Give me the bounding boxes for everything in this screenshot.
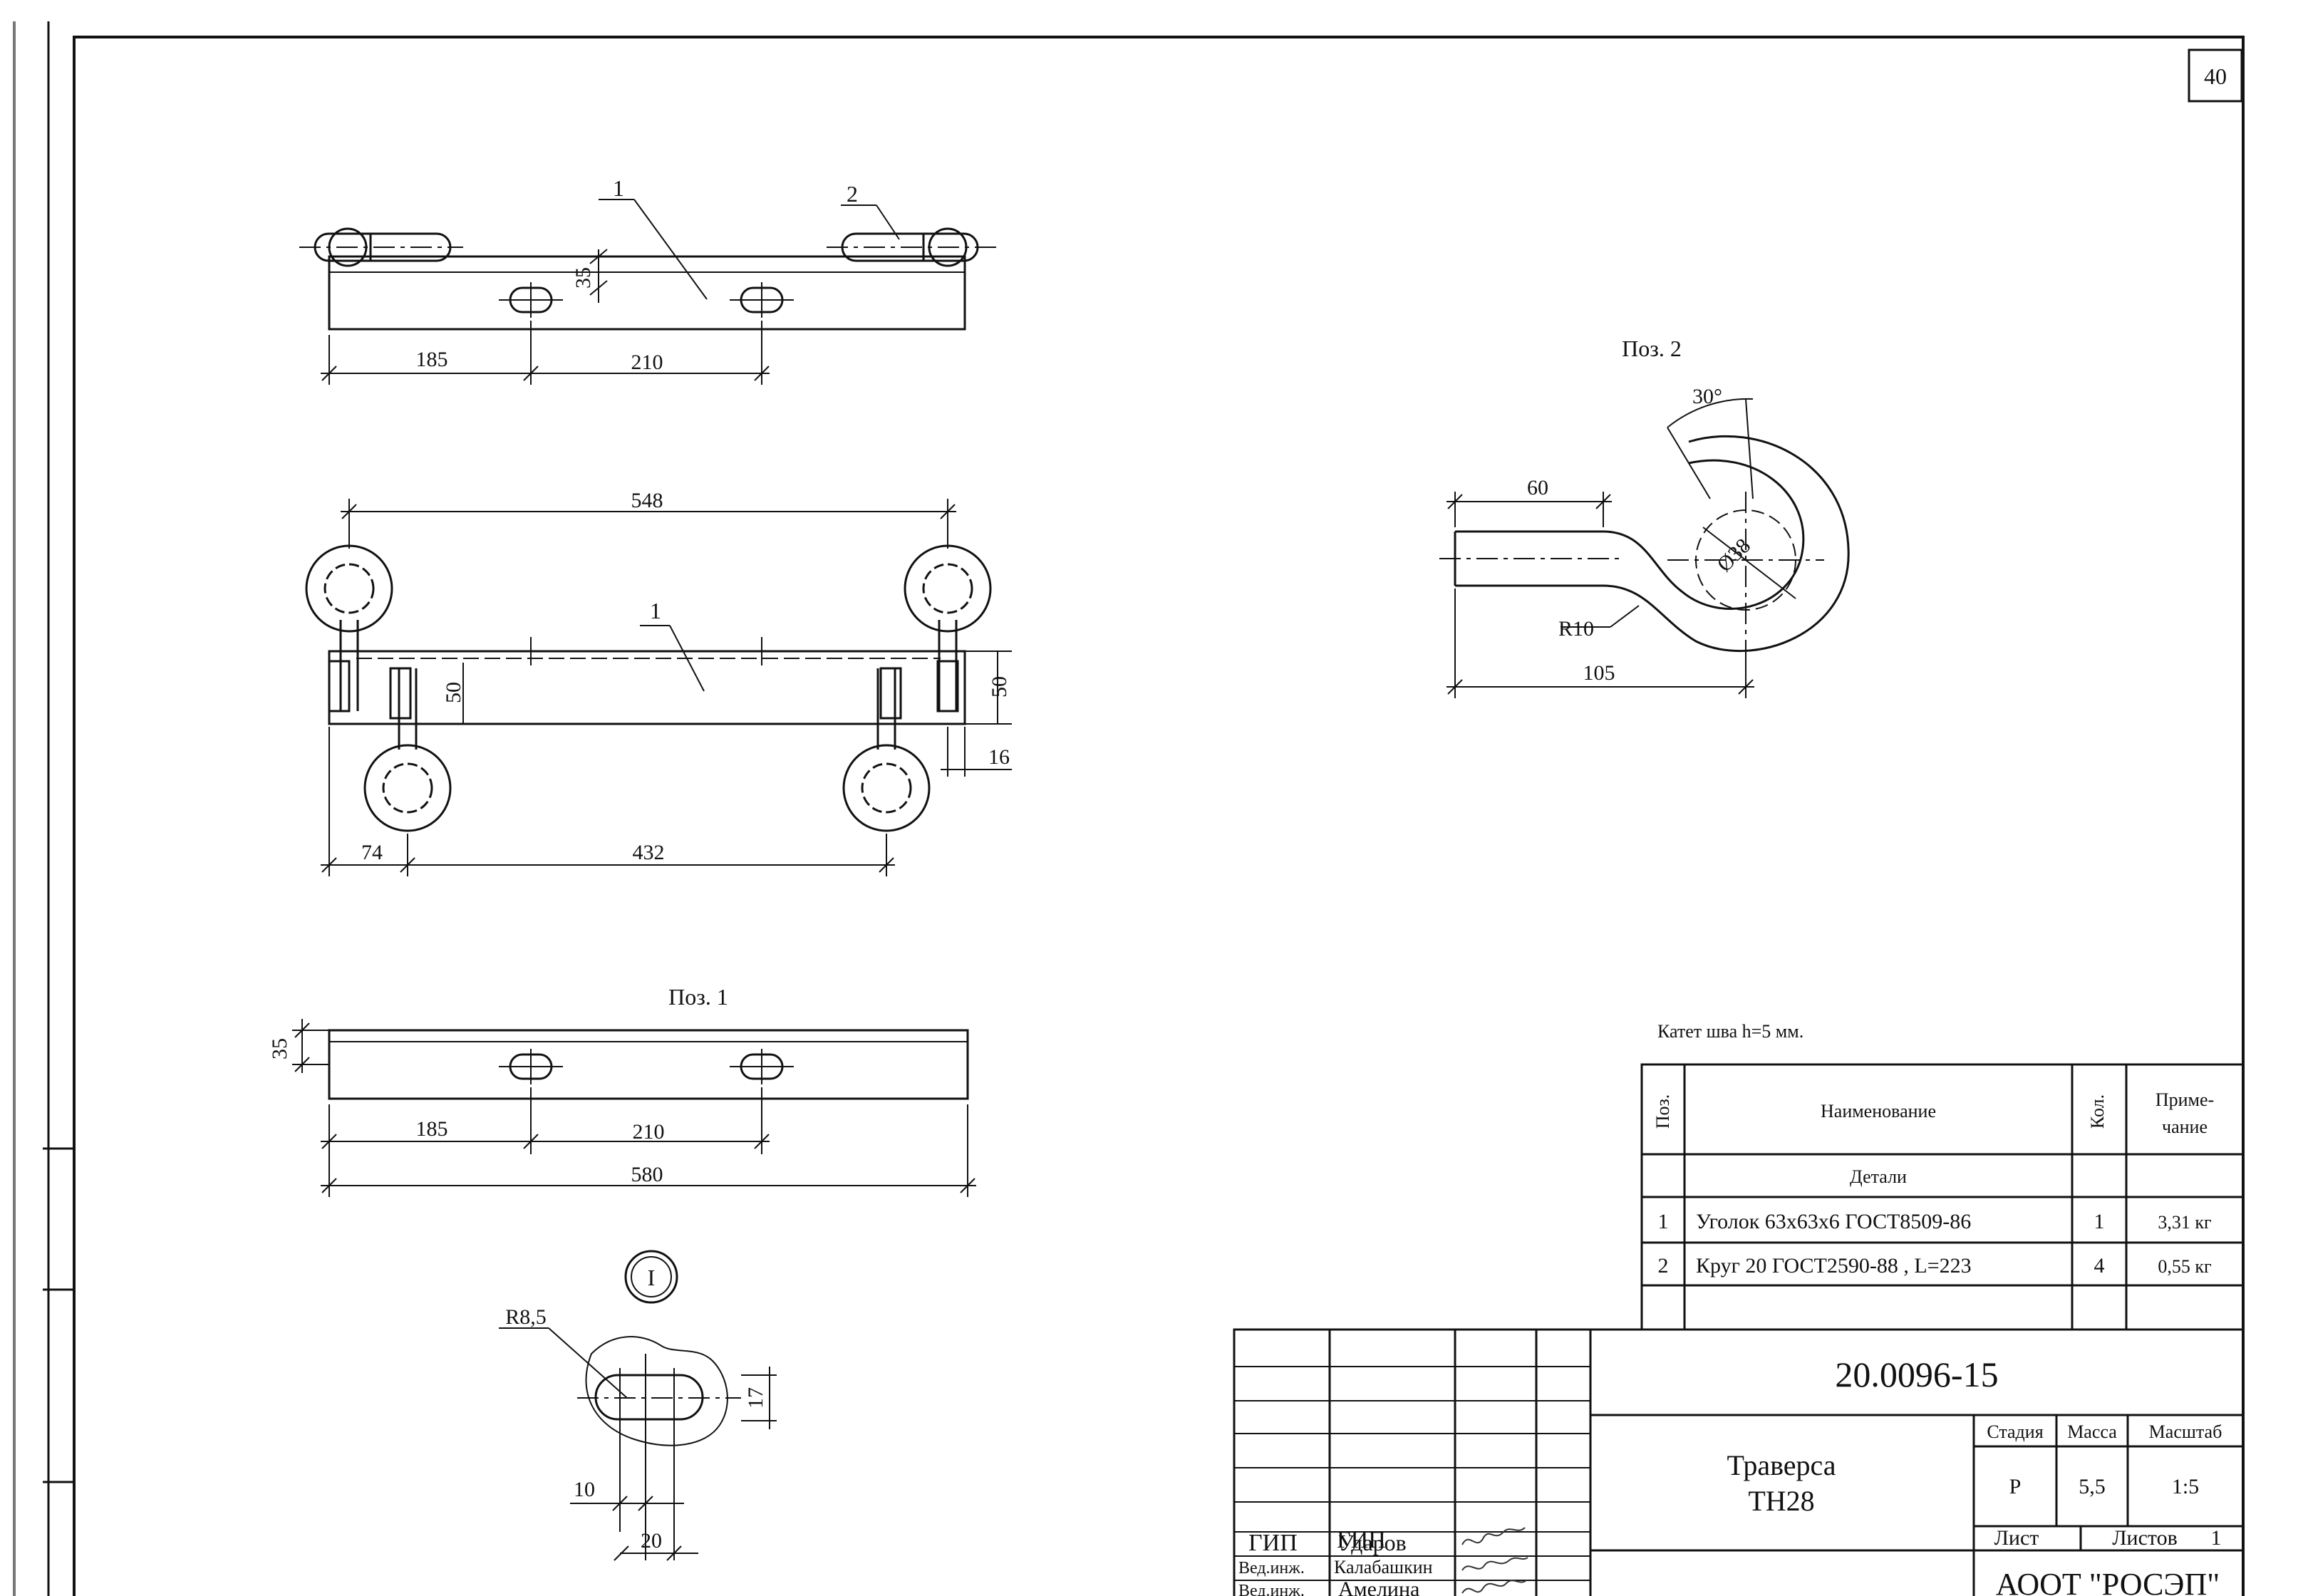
spec-header-qty: Кол. [2087,1094,2108,1129]
title-block [1233,1328,2245,1596]
person-role: Вед.инж. [1238,1559,1305,1577]
page-number: 40 [2204,63,2227,89]
pos2-angle: 30° [1692,385,1722,408]
spec-header-note-2: чание [2162,1116,2208,1137]
spec-header-note-1: Приме- [2155,1089,2214,1110]
top-view-dim-185: 185 [416,348,448,371]
title-block-person-row: ГИП Ударов [1337,1527,1386,1553]
person-name: Ударов [1338,1530,1407,1555]
scale-value: 1:5 [2172,1475,2199,1498]
spec-row-name: Круг 20 ГОСТ2590-88 , L=223 [1696,1254,1972,1278]
detail-dim-17: 17 [744,1387,767,1409]
sheets-label: Листов [2112,1526,2178,1550]
front-view-dim-16: 16 [988,745,1010,769]
pos1-dim-35: 35 [268,1038,291,1059]
spec-row: 1 Уголок 63x63x6 ГОСТ8509-86 1 3,31 кг [1658,1210,2212,1233]
spec-row-qty: 4 [2094,1254,2105,1278]
signature-marks [1461,1527,1528,1594]
person-name: Калабашкин [1334,1557,1433,1577]
front-view-dim-50-right: 50 [988,676,1011,698]
company-name: АООТ "РОСЭП" [1996,1567,2220,1596]
pos1-title: Поз. 1 [668,984,728,1010]
spec-table [1640,1063,2245,1331]
top-view-callout-1: 1 [613,175,624,201]
weld-note: Катет шва h=5 мм. [1657,1021,1803,1042]
sheets-value: 1 [2211,1526,2222,1550]
spec-row-name: Уголок 63x63x6 ГОСТ8509-86 [1696,1210,1971,1233]
person-role: ГИП [1337,1527,1386,1553]
person-role: Вед.инж. [1238,1582,1305,1596]
front-view-dim-50-left: 50 [442,682,465,703]
top-view-dim-210: 210 [631,351,663,374]
spec-header-pos: Поз. [1652,1094,1673,1129]
top-view-callout-2: 2 [847,181,858,207]
sheet-frame [13,21,2245,1596]
detail-dim-20: 20 [641,1529,662,1553]
front-view-callout-1: 1 [650,598,661,623]
detail-view [499,1250,777,1561]
front-view-dim-74: 74 [361,841,383,864]
page-number-box: 40 [2188,48,2243,103]
pos2-dim-105: 105 [1583,661,1615,685]
title-name-line2: ТН28 [1748,1485,1814,1517]
title-block-people: ГИП Ударов Вед.инж. Калабашкин Вед.инж. … [1238,1530,1433,1596]
pos1-dim-210: 210 [633,1120,665,1144]
detail-radius: R8,5 [505,1305,547,1329]
pos2-title: Поз. 2 [1622,336,1682,361]
detail-dim-10: 10 [574,1478,595,1501]
spec-section: Детали [1850,1166,1907,1187]
top-view [299,199,998,385]
sheet-label: Лист [1994,1526,2039,1550]
pos2-dim-60: 60 [1527,476,1548,499]
pos1-dim-185: 185 [416,1117,448,1141]
spec-row-pos: 2 [1658,1254,1669,1278]
pos1-dim-580: 580 [631,1163,663,1186]
front-view-dim-432: 432 [633,841,665,864]
front-view [305,499,1012,876]
stage-label: Стадия [1987,1421,2043,1442]
spec-header-name: Наименование [1821,1101,1936,1121]
pos1-view [292,1019,976,1197]
scale-label: Масштаб [2149,1421,2222,1442]
person-name: Амелина [1338,1577,1419,1596]
stage-value: Р [2009,1475,2022,1498]
doc-number: 20.0096-15 [1835,1354,1998,1394]
mass-label: Масса [2067,1421,2117,1442]
front-view-dim-548: 548 [631,489,663,512]
person-role: ГИП [1248,1530,1298,1556]
spec-row-note: 0,55 кг [2158,1256,2211,1277]
spec-row-note: 3,31 кг [2158,1212,2211,1233]
pos2-view [1439,398,1850,698]
mass-value: 5,5 [2079,1475,2106,1498]
detail-marker: I [648,1265,656,1290]
title-name-line1: Траверса [1727,1449,1836,1481]
pos2-radius: R10 [1558,617,1594,641]
spec-row: 2 Круг 20 ГОСТ2590-88 , L=223 4 0,55 кг [1658,1254,2212,1278]
spec-row-pos: 1 [1658,1210,1669,1233]
spec-row-qty: 1 [2094,1210,2105,1233]
top-view-dim-35: 35 [571,267,595,289]
